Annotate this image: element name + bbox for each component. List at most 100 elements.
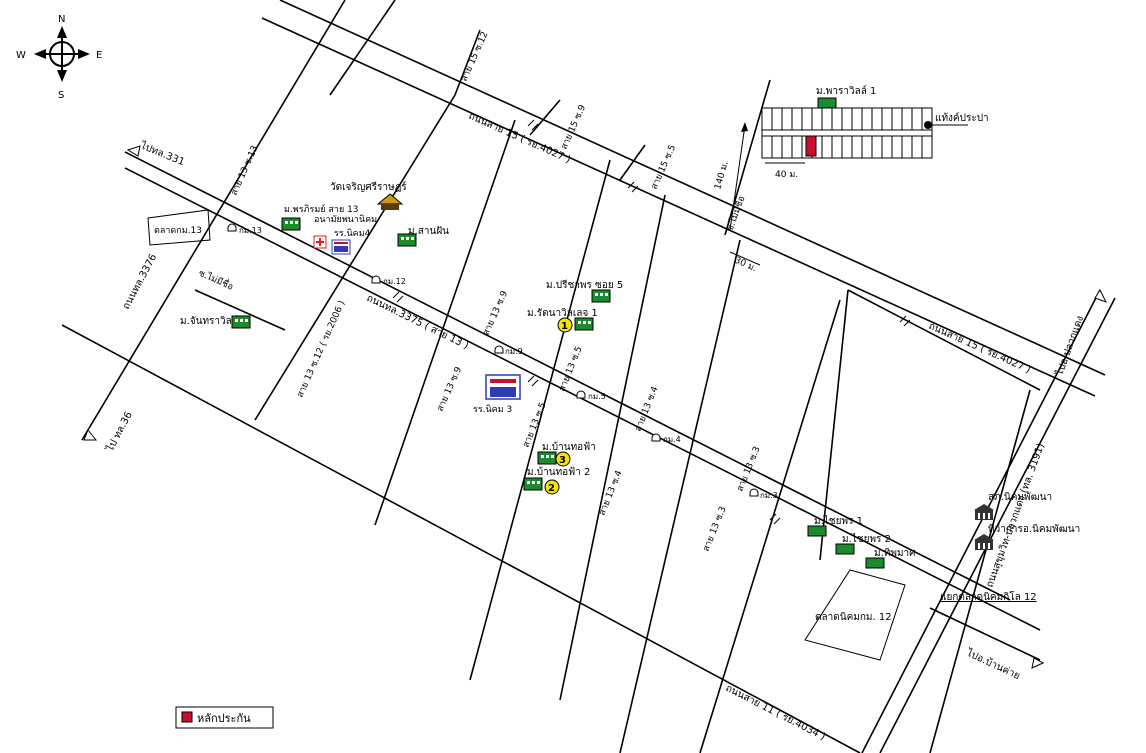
road-11-line <box>61 324 861 753</box>
legend: หลักประกัน <box>175 706 274 729</box>
road-labels: ถนนสาย 15 ( รย.4027 ) ถนนสาย 15 ( รย.402… <box>104 30 1087 742</box>
label-tippamas: ม.ทิพมาศ <box>874 548 916 559</box>
label-district: ที่ว่าการอ.นิคมพัฒนา <box>988 521 1080 535</box>
road-s13s3-east <box>699 299 841 753</box>
label-banthofa2: ม.บ้านทอฟ้า 2 <box>527 466 590 478</box>
dimension-labels: 140 ม. 40 ม. 30 ม. <box>713 160 798 274</box>
road-s15s9 <box>529 99 561 136</box>
label-soi-noname-1: ซ.ไม่มีชื่อ <box>197 266 236 293</box>
road-banchai <box>929 607 1041 661</box>
label-anamai: อนามัยพนานิคม <box>314 214 377 225</box>
road-s15s12 <box>454 29 481 96</box>
government-office-icon <box>974 534 994 550</box>
parawil-grid-frame <box>761 107 933 159</box>
road-north-top <box>329 0 396 96</box>
km-marker-12: กม.12 <box>371 275 406 286</box>
dim-30-line <box>729 251 761 266</box>
building-icon <box>523 477 543 491</box>
badge-1-circle <box>557 317 573 333</box>
label-s13s3-a: สาย 13 ซ.3 <box>736 445 763 493</box>
label-s13s9-b: สาย 13 ซ.9 <box>436 365 465 413</box>
road-3376 <box>81 0 346 441</box>
road-soi-noname-1 <box>194 289 286 331</box>
label-s15s5: สาย 15 ซ.5 <box>650 144 679 192</box>
compass-rose: N S W E <box>16 14 102 101</box>
road-3191-line-b <box>861 289 1101 753</box>
road-3191-line-a <box>879 297 1116 753</box>
building-icon <box>817 97 837 109</box>
label-road15-b: ถนนสาย 15 ( รย.4027 ) <box>927 321 1032 376</box>
road-east-block-west <box>819 289 849 561</box>
label-s15s12: สาย 15 ซ.12 <box>460 30 491 83</box>
parawil-grid <box>761 107 968 159</box>
road-3375-line-b <box>124 167 1041 631</box>
label-dim-30: 30 ม. <box>733 256 758 275</box>
building-icons <box>231 97 994 569</box>
north-arrow-icon <box>57 26 67 38</box>
label-road15-a: ถนนสาย 15 ( รย.4027 ) <box>467 111 572 166</box>
building-icon <box>865 557 885 569</box>
number-badges: 1 3 2 <box>544 317 573 495</box>
east-arrow-icon <box>78 49 90 59</box>
label-school3: รร.นิคม 3 <box>473 404 512 415</box>
building-icon <box>591 289 611 303</box>
road-s13s12 <box>254 94 456 421</box>
label-market12: ตลาดนิคมกม. 12 <box>815 612 892 623</box>
km-marker-13: กม.13 <box>227 223 262 235</box>
badge-1: 1 <box>561 321 568 332</box>
road-15-line-a <box>279 0 1106 376</box>
label-dim-40: 40 ม. <box>775 170 798 180</box>
km-marker-4: กม.4 <box>651 433 681 444</box>
road-15-line-b <box>261 17 1096 397</box>
label-s13s3-b: สาย 13 ซ.3 <box>702 505 729 553</box>
badge-3: 3 <box>559 455 566 466</box>
label-s13s4-b: สาย 13 ซ.4 <box>598 469 625 517</box>
compass-north: N <box>58 14 65 25</box>
label-chaiyaporn2: ม.ไชยพร 2 <box>842 533 891 545</box>
map-lots <box>147 209 906 661</box>
km-marker-9: กม.9 <box>494 345 523 356</box>
legend-collateral-swatch <box>181 711 193 723</box>
label-to331: ไปทล.331 <box>138 139 186 168</box>
km-marker-5: กม.5 <box>576 390 606 401</box>
road-network <box>61 0 1116 753</box>
temple-icon <box>376 193 404 210</box>
label-s13s9-a: สาย 13 ซ.9 <box>482 289 511 337</box>
dimension-markers <box>729 122 805 266</box>
label-km13: กม.13 <box>239 226 262 235</box>
label-market13: ตลาดกม.13 <box>154 226 202 236</box>
place-labels: วัดเจริญศรีราษฎร์ ม.พรภิรมย์ สาย 13 อนาม… <box>154 85 1080 623</box>
road-3375-line-a <box>124 151 1011 601</box>
label-banthofa: ม.บ้านทอฟ้า <box>542 441 596 453</box>
school-icon <box>331 239 351 255</box>
label-chantra: ม.จันทราวิลล์ <box>180 315 238 327</box>
dim-140-line <box>729 124 746 231</box>
label-road3191: ถนนสุขุมวิท-ปลวกแดง (ทล. 3191) <box>984 442 1047 589</box>
label-road11: ถนนสาย 11 ( รย.4034 ) <box>724 683 827 743</box>
arrow-down-right-icon <box>1031 657 1045 669</box>
badge-2-circle <box>544 479 560 495</box>
arrow-up-icon <box>741 122 748 132</box>
road-break-marks <box>392 119 911 525</box>
school-icon <box>485 374 521 400</box>
label-school4: รร.นิคม4 <box>334 228 371 239</box>
building-icon <box>574 317 594 331</box>
label-road3376: ถนนทล.3376 <box>121 252 159 311</box>
compass-west: W <box>16 50 26 61</box>
badge-3-circle <box>555 451 571 467</box>
km-markers: กม.13 กม.12 กม.9 กม.5 กม.4 กม.3 <box>227 223 778 500</box>
label-chaiyaporn1: ม.ไชยพร 1 <box>814 515 863 527</box>
legend-label: หลักประกัน <box>197 712 251 725</box>
label-junction: แยกตลาดนิคมกิโล 12 <box>940 590 1037 603</box>
road-s13s5 <box>469 159 611 681</box>
label-road3375: ถนนทล.3375 ( สาย 13 ) <box>365 293 470 352</box>
south-arrow-icon <box>57 70 67 82</box>
building-icon <box>807 525 827 537</box>
building-icon <box>835 543 855 555</box>
label-preeyaporn: ม.ปรีชาพร ซอย 5 <box>546 279 623 291</box>
label-s13s4-a: สาย 13 ซ.4 <box>634 385 661 433</box>
market-13-lot <box>147 209 211 246</box>
collateral-plot <box>805 135 817 157</box>
label-dim-140: 140 ม. <box>713 160 731 190</box>
